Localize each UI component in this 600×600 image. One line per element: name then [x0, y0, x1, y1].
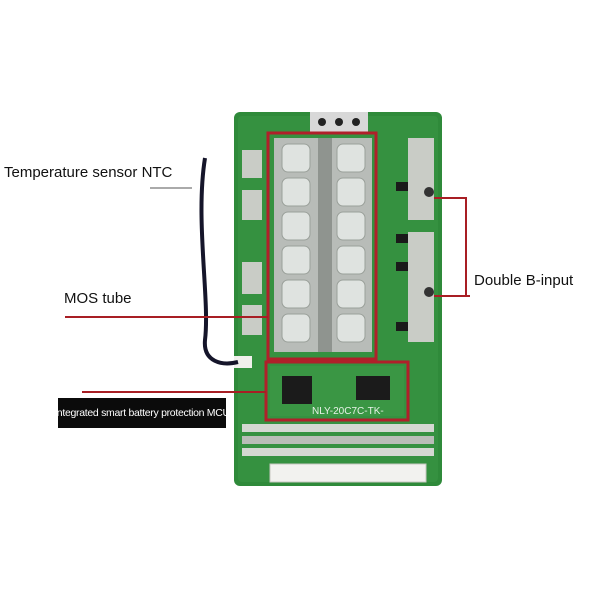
b-input-hole [424, 187, 434, 197]
mos-tube [336, 313, 366, 343]
mos-tube [281, 313, 311, 343]
b-input-callout-line [434, 197, 470, 297]
small-transistor [396, 322, 408, 331]
protection-mcu-label: Integrated smart battery protection MCU [58, 398, 226, 428]
component-row [242, 436, 434, 444]
left-copper-pad [242, 305, 262, 335]
component-row [242, 448, 434, 456]
right-copper-bar [408, 232, 434, 342]
terminal-hole [352, 118, 360, 126]
right-copper-bar [408, 138, 434, 220]
mos-highlight-box [266, 131, 378, 361]
mcu-chip-right [356, 376, 390, 400]
mos-tube [336, 245, 366, 275]
mos-tube-label: MOS tube [64, 290, 132, 307]
mos-tube [281, 279, 311, 309]
balance-connector [269, 463, 427, 483]
mos-tube [281, 177, 311, 207]
ntc-connector [234, 356, 252, 368]
mos-tube [281, 143, 311, 173]
left-copper-pad [242, 262, 262, 294]
board-model-text: NLY-20C7C-TK- [312, 406, 384, 417]
mcu-chip-left [282, 376, 312, 404]
mos-tube [336, 177, 366, 207]
small-transistor [396, 234, 408, 243]
left-copper-pad [242, 150, 262, 178]
mos-tube [336, 211, 366, 241]
ntc-wire [199, 157, 239, 366]
mos-heatsink-center [318, 138, 332, 352]
component-row [242, 424, 434, 432]
left-copper-pad [242, 190, 262, 220]
small-transistor [396, 182, 408, 191]
temperature-sensor-label: Temperature sensor NTC [4, 164, 173, 181]
b-input-hole [424, 287, 434, 297]
small-transistor [396, 262, 408, 271]
double-b-input-label: Double B-input [474, 272, 574, 289]
terminal-hole [318, 118, 326, 126]
mos-tube [281, 211, 311, 241]
mos-tube [336, 143, 366, 173]
terminal-hole [335, 118, 343, 126]
mos-tube-left-column [281, 143, 311, 343]
mos-tube [336, 279, 366, 309]
balance-component-rows [242, 424, 434, 456]
mos-tube [281, 245, 311, 275]
mos-tube-right-column [336, 143, 366, 343]
